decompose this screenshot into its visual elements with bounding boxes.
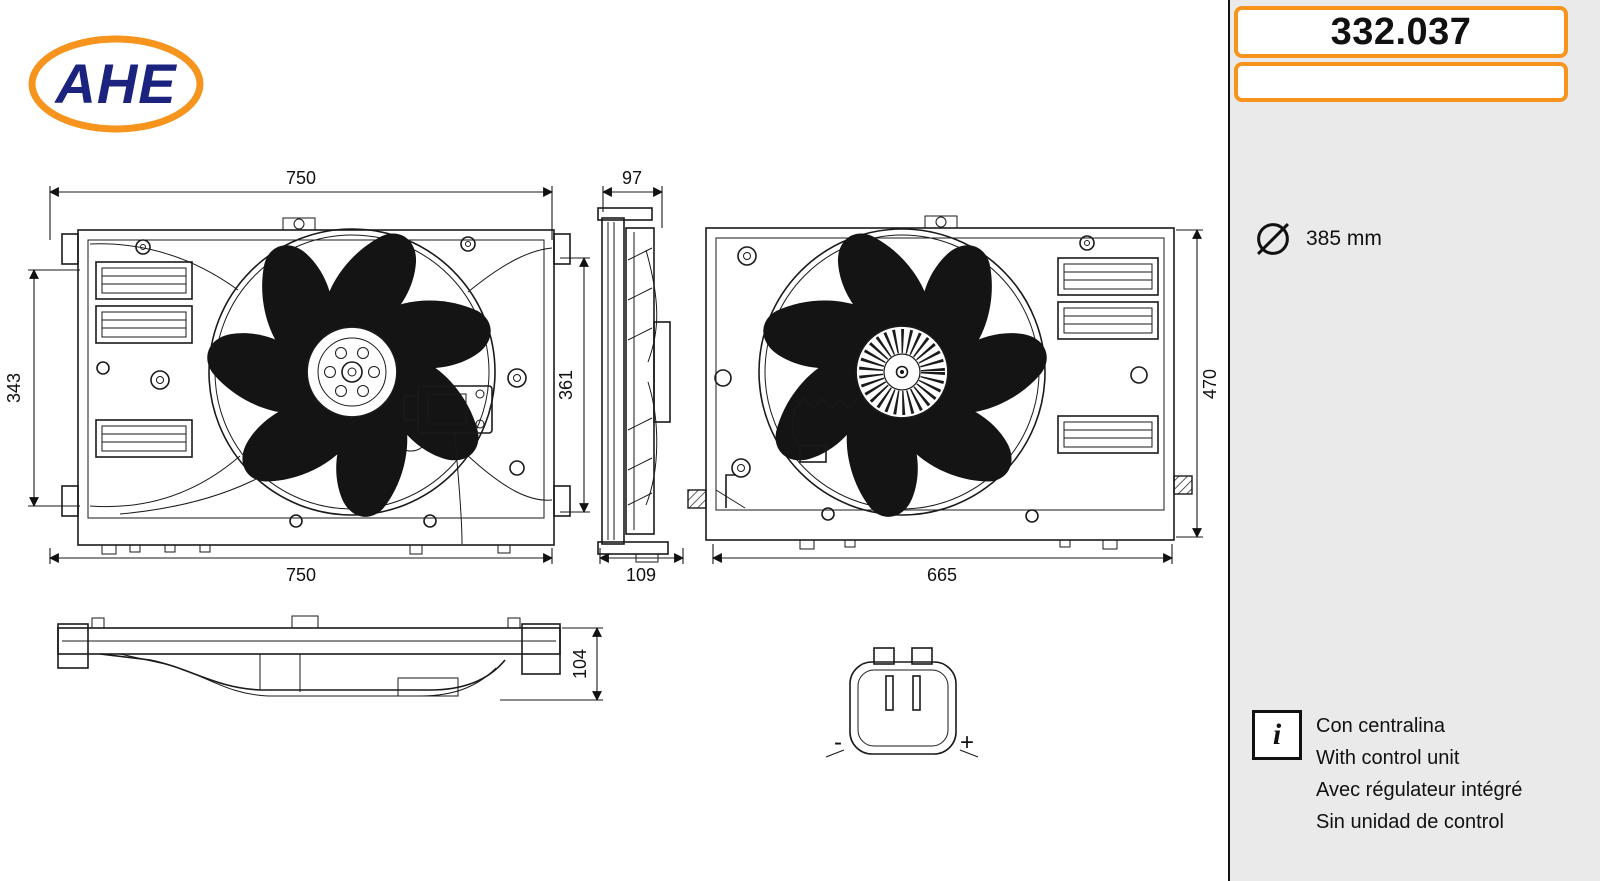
side-view [597, 207, 671, 563]
rear-view [687, 215, 1193, 550]
logo-text: AHE [53, 52, 177, 115]
brand-logo-graphic: AHE [28, 35, 204, 133]
mount-hatch-left [687, 489, 707, 509]
front-view [61, 217, 571, 555]
dim-rear-height-right: 470 [1200, 369, 1220, 399]
control-module [403, 385, 493, 545]
info-line-en: With control unit [1316, 747, 1460, 769]
dim-rear-width-bottom: 665 [927, 565, 957, 585]
info-note: i Con centralina With control unit Avec … [1252, 710, 1522, 838]
technical-drawing: - + 750 750 343 361 [4, 168, 1220, 758]
diameter-value: 385 mm [1306, 227, 1382, 250]
connector-plus-label: + [960, 729, 974, 756]
info-icon-glyph: i [1272, 718, 1282, 751]
dim-front-height-right: 361 [556, 370, 576, 400]
logo-ellipse [28, 35, 204, 133]
secondary-code-box [1234, 62, 1568, 102]
rear-hub [855, 325, 949, 419]
rear-resistor-slots [1057, 257, 1159, 454]
diameter-spec: 385 mm [1250, 216, 1382, 262]
dim-side-width-bottom: 109 [626, 565, 656, 585]
info-icon: i [1252, 710, 1302, 760]
info-line-fr: Avec régulateur intégré [1316, 779, 1523, 801]
dim-profile-height: 104 [570, 649, 590, 679]
part-number: 332.037 [1330, 10, 1472, 53]
info-lines: Con centralina With control unit Avec ré… [1316, 710, 1522, 838]
diameter-icon [1256, 222, 1290, 256]
mount-hatch-right [1173, 475, 1193, 495]
sidebar: 332.037 385 mm i Con centralina With con… [1228, 0, 1600, 881]
dim-side-width-top: 97 [622, 168, 642, 188]
part-number-box: 332.037 [1234, 6, 1568, 58]
rear-fan [754, 228, 1051, 525]
front-fan [203, 228, 500, 525]
dim-front-height-left: 343 [4, 373, 24, 403]
dim-front-width-bottom: 750 [286, 565, 316, 585]
dim-front-width-top: 750 [286, 168, 316, 188]
dimensions: 750 750 343 361 97 109 [4, 168, 1220, 701]
brand-logo: AHE [26, 34, 206, 139]
info-line-it: Con centralina [1316, 715, 1445, 737]
connector-view: - + [825, 647, 979, 758]
bottom-view [57, 615, 561, 697]
connector-minus-label: - [834, 729, 842, 756]
front-resistor-slots [95, 261, 193, 458]
info-line-es: Sin unidad de control [1316, 811, 1504, 833]
front-hub [306, 326, 398, 418]
